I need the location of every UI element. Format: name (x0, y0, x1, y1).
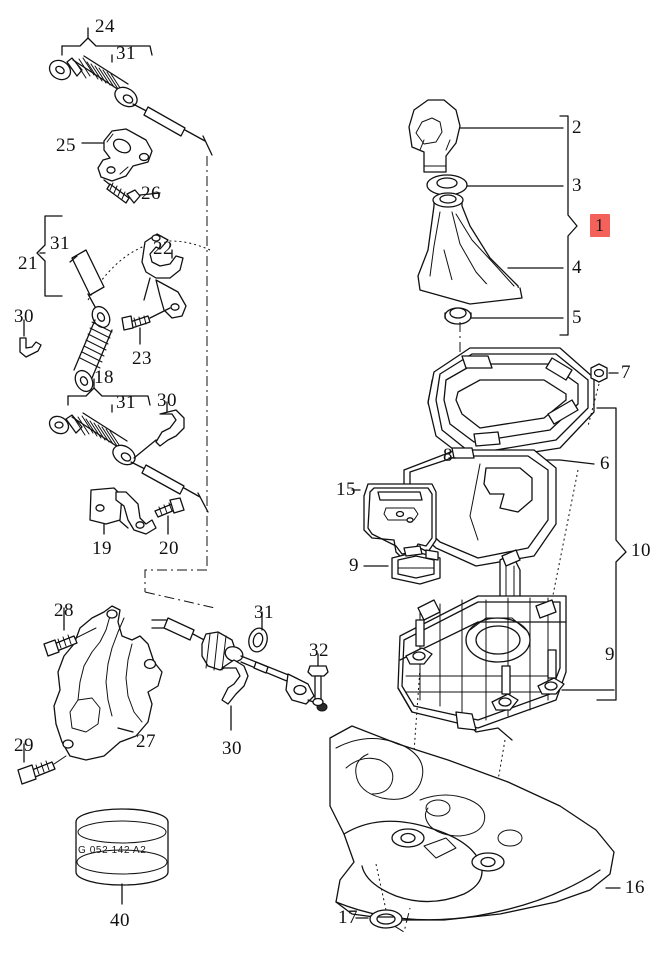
part-26-bolt (103, 179, 161, 204)
part-16-floor-panel (329, 725, 621, 933)
callout-24: 24 (95, 16, 115, 37)
callout-10: 10 (631, 540, 651, 561)
callout-9-a: 9 (349, 555, 359, 576)
callout-1-highlighted: 1 (590, 214, 610, 237)
part-22-bracket (141, 233, 187, 319)
callout-16: 16 (625, 877, 645, 898)
callout-26: 26 (141, 183, 161, 204)
callout-40: 40 (110, 910, 130, 931)
part-30b-clip (133, 401, 185, 459)
part-24-cable-rod (48, 55, 213, 156)
callout-19: 19 (92, 538, 112, 559)
callout-30-c: 30 (222, 738, 242, 759)
bracket-1 (559, 115, 578, 336)
section-divider-3 (144, 591, 216, 609)
bracket-21 (36, 215, 63, 297)
callout-27: 27 (136, 731, 156, 752)
callout-21: 21 (18, 253, 38, 274)
part-27-mount-bracket (53, 605, 163, 761)
part-20-bolt (154, 497, 185, 535)
part-28-bolt (43, 607, 97, 657)
callout-20: 20 (159, 538, 179, 559)
part-2-gear-knob (408, 99, 461, 173)
part-40-grease-tube (75, 808, 169, 905)
part-5-bushing (444, 307, 472, 325)
callout-4: 4 (572, 257, 582, 278)
callout-28: 28 (54, 600, 74, 621)
part-23-bolt (121, 307, 171, 345)
callout-25: 25 (56, 135, 76, 156)
part-19-bracket (89, 487, 157, 535)
bracket-24 (61, 27, 153, 63)
callout-22: 22 (153, 238, 173, 259)
callout-30-a: 30 (14, 306, 34, 327)
callout-5: 5 (572, 307, 582, 328)
part-7-nut (587, 363, 619, 427)
part-32-pin (307, 653, 329, 707)
callout-8: 8 (443, 445, 453, 466)
section-divider-2 (144, 569, 207, 592)
bracket-10 (596, 407, 627, 701)
part-21-rod (69, 249, 113, 393)
callout-31-a: 31 (116, 43, 136, 64)
callout-31-c: 31 (116, 392, 136, 413)
callout-31-d: 31 (254, 602, 274, 623)
part-31d-washer (248, 611, 268, 653)
callout-3: 3 (572, 175, 582, 196)
callout-32: 32 (309, 640, 329, 661)
part-17-grommet (355, 863, 403, 929)
part-6-surround-frame (427, 347, 595, 465)
callout-30-b: 30 (157, 390, 177, 411)
part-15-gate-strip (351, 483, 437, 575)
callout-6: 6 (600, 453, 610, 474)
callout-7: 7 (621, 362, 631, 383)
guide-6-to-housing (547, 469, 579, 621)
part-3-ring (426, 174, 468, 196)
housing-grommets (405, 647, 565, 711)
part-9-connector (363, 545, 441, 585)
part-29-bolt (17, 743, 67, 785)
part-25-lever (97, 128, 153, 182)
part-30c-clip (221, 659, 249, 731)
callout-29: 29 (14, 735, 34, 756)
callout-9-b: 9 (605, 644, 615, 665)
bracket-18 (67, 378, 151, 413)
part-30a-clip (19, 319, 42, 358)
callout-17: 17 (338, 907, 358, 928)
grease-tube-marking: G 052 142 A2 (78, 845, 147, 856)
callout-18: 18 (94, 367, 114, 388)
part-4-shift-boot (417, 192, 523, 305)
part-18-cable-rod (48, 412, 209, 513)
callout-23: 23 (132, 348, 152, 369)
callout-15: 15 (336, 479, 356, 500)
callout-2: 2 (572, 117, 582, 138)
part-cable-assembly-lower (151, 617, 328, 712)
callout-31-b: 31 (50, 233, 70, 254)
